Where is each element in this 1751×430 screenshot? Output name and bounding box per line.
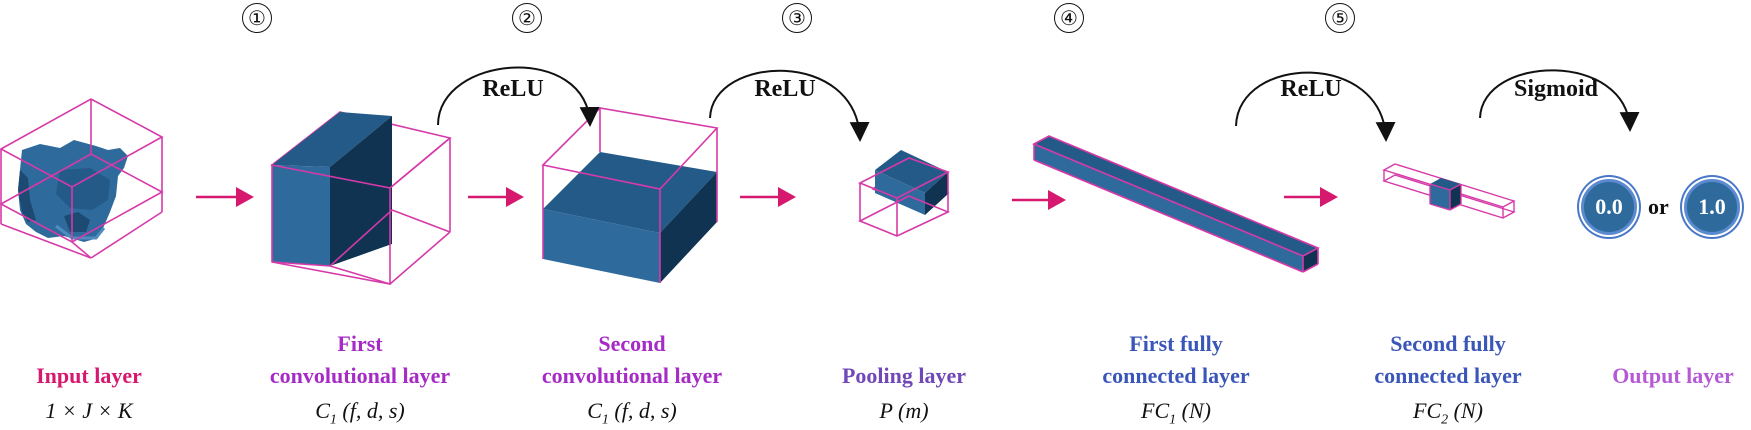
output-value-0: 0.0 [1581,179,1637,235]
sigmoid-label: Sigmoid [1513,76,1599,102]
relu-label-3: ReLU [1280,76,1342,102]
output-or-text: or [1648,194,1669,219]
flow-arrow-5 [1284,187,1338,207]
pooling-label: Pooling layer [841,363,967,388]
conv1-label-line2: convolutional layer [269,363,451,388]
relu-arc-3 [1235,71,1396,142]
relu-label-1: ReLU [482,76,544,102]
step-3-badge: ③ [782,3,812,33]
conv2-label-line1: Second [598,331,666,356]
fc2-label-line1: Second fully [1390,331,1506,356]
fc2-bar [1382,163,1516,219]
activation-arcs [437,66,1640,142]
conv1-formula: C1 (f, d, s) [315,398,405,428]
input-voxel-cube [0,98,164,259]
flow-arrow-3 [740,187,796,207]
fc1-label-line2: connected layer [1102,363,1250,388]
fc2-label-line2: connected layer [1374,363,1522,388]
conv2-formula: C1 (f, d, s) [587,398,677,428]
input-layer-formula: 1 × J × K [45,398,133,423]
conv2-block [541,107,719,283]
conv2-label-line2: convolutional layer [541,363,723,388]
fc1-formula: FC1 (N) [1141,398,1211,428]
fc2-formula: FC2 (N) [1413,398,1483,428]
output-layer-label: Output layer [1612,363,1734,388]
step-2-badge: ② [512,3,542,33]
fc1-bar [1032,135,1320,273]
conv1-block [270,111,452,285]
flow-arrow-2 [468,187,524,207]
input-layer-label: Input layer [36,363,142,388]
relu-arc-1 [437,66,600,127]
flow-arrow-1 [196,187,254,207]
pooling-formula: P (m) [879,398,929,423]
relu-arc-2 [709,69,870,142]
output-value-1: 1.0 [1684,179,1740,235]
fc1-label-line1: First fully [1129,331,1223,356]
step-1-badge: ① [242,3,272,33]
conv1-label-line1: First [337,331,383,356]
pooling-block [858,150,951,237]
step-4-badge: ④ [1054,3,1084,33]
sigmoid-arc [1479,69,1640,132]
step-5-badge: ⑤ [1325,3,1355,33]
relu-label-2: ReLU [754,76,816,102]
flow-arrow-4 [1012,190,1066,210]
